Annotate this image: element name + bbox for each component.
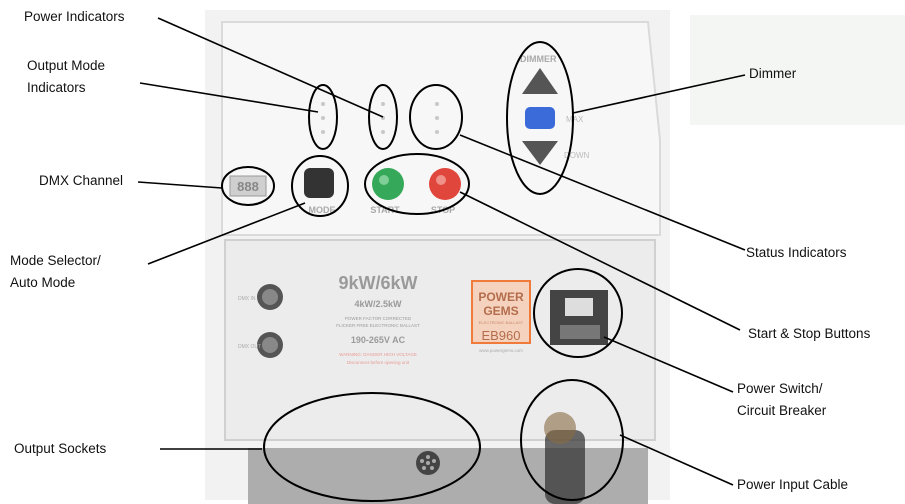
label-power-input-text: Power Input Cable [737,477,848,492]
dmx-in-label: DMX IN [238,296,256,302]
label-output-mode-line2: Indicators [27,77,105,99]
label-dimmer-text: Dimmer [749,66,796,81]
dmx-display-text: 888 [237,179,259,194]
model-number: EB960 [481,328,520,343]
start-button [372,168,404,200]
website: www.powergems.com [479,348,523,353]
label-start-stop-text: Start & Stop Buttons [748,326,870,341]
power-rating: 9kW/6kW [338,273,417,293]
brand-line-2: GEMS [483,304,518,318]
voltage: 190-265V AC [351,335,406,345]
label-mode-selector: Mode Selector/ Auto Mode [10,250,101,294]
label-power-switch: Power Switch/ Circuit Breaker [737,378,826,422]
label-mode-selector-line1: Mode Selector/ [10,250,101,272]
sub-rating: 4kW/2.5kW [354,299,402,309]
dimmer-label: DIMMER [520,54,557,64]
mode-button [304,168,334,198]
dimmer-max-label: MAX [566,115,584,124]
label-power-indicators: Power Indicators [24,6,125,28]
label-output-mode-line1: Output Mode [27,55,105,77]
dimmer-blue-button [525,107,555,129]
start-label: START [370,205,400,215]
label-power-switch-line2: Circuit Breaker [737,400,826,422]
fine-print-1: POWER FACTOR CORRECTED [345,316,412,321]
label-status-indicators: Status Indicators [746,242,847,264]
dmx-out-label: DMX OUT [238,344,261,350]
label-power-switch-line1: Power Switch/ [737,378,826,400]
label-mode-selector-line2: Auto Mode [10,272,101,294]
fine-print-2: FLICKER FREE ELECTRONIC BALLAST [336,323,420,328]
label-dmx-channel-text: DMX Channel [39,173,123,188]
brand-sub: ELECTRONIC BALLAST [479,320,524,325]
warning-1: WARNING: DANGER HIGH VOLTAGE [339,352,417,357]
stop-button [429,168,461,200]
label-power-indicators-text: Power Indicators [24,9,125,24]
label-status-indicators-text: Status Indicators [746,245,847,260]
brand-line-1: POWER [478,290,524,304]
label-dimmer: Dimmer [749,63,796,85]
label-output-sockets-text: Output Sockets [14,441,106,456]
label-power-input: Power Input Cable [737,474,848,496]
label-output-mode-indicators: Output Mode Indicators [27,55,105,99]
label-start-stop: Start & Stop Buttons [748,323,870,345]
label-output-sockets: Output Sockets [14,438,106,460]
label-dmx-channel: DMX Channel [39,170,123,192]
warning-2: Disconnect before opening unit [347,360,410,365]
